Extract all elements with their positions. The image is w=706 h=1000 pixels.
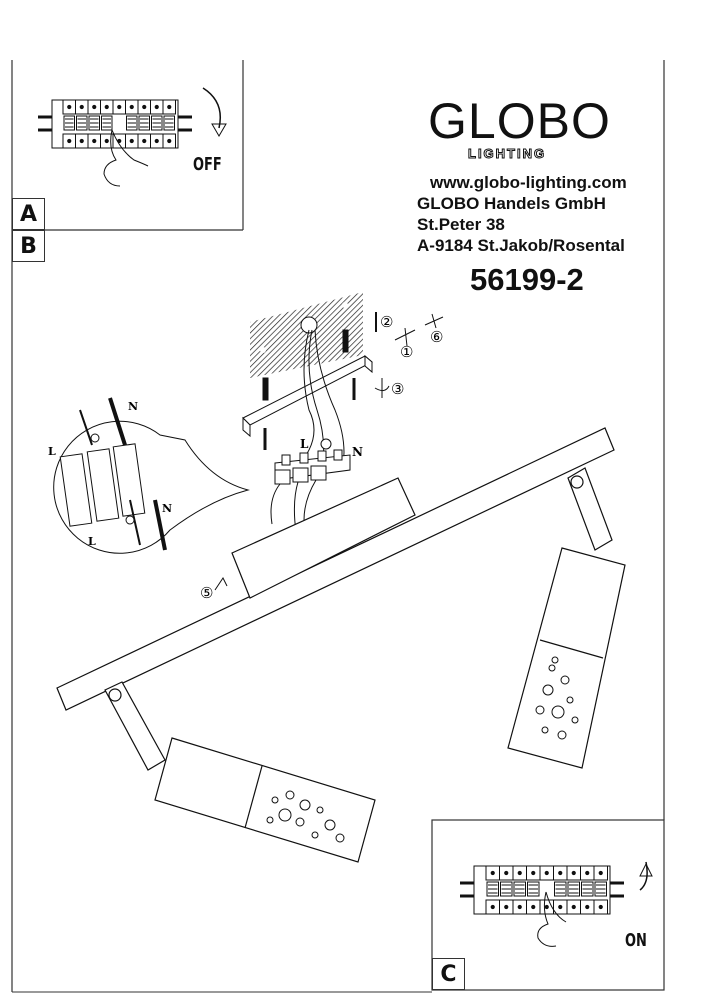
inset-neutral-label-bottom: N [162, 502, 172, 515]
perforation-hole [295, 817, 305, 827]
breaker-switch [526, 865, 541, 915]
breaker-switch [150, 99, 164, 149]
step-label-c: C [432, 958, 465, 990]
spotlight-left [154, 737, 376, 863]
perforation-hole [560, 675, 570, 685]
inset-live-label-top: L [48, 445, 56, 458]
brand-tagline: LIGHTING [467, 146, 547, 162]
wiring-detail-inset [53, 397, 250, 554]
wires [293, 329, 345, 471]
breaker-switch [499, 865, 514, 915]
perforation-hole [541, 726, 549, 734]
screws [262, 312, 377, 450]
brand-logo: GLOBO [428, 93, 611, 149]
live-wire-label: L [300, 437, 309, 451]
perforation-hole [311, 831, 319, 839]
perforation-hole [566, 696, 574, 704]
spotlight-arm-right [567, 467, 613, 551]
off-label: OFF [193, 154, 222, 175]
breaker-switch [512, 865, 527, 915]
terminal-block [270, 449, 351, 533]
breaker-switch [62, 99, 76, 149]
spotlight-arm-left [104, 681, 166, 771]
step-label-a: A [12, 198, 45, 230]
perforation-hole [551, 656, 559, 664]
step-marker-1: ① [400, 343, 413, 361]
perforation-hole [285, 790, 295, 800]
breaker-switch [485, 865, 500, 915]
step-marker-5: ⑤ [200, 584, 213, 602]
breaker-switch [566, 865, 581, 915]
website: www.globo-lighting.com [430, 173, 627, 192]
perforation-hole [548, 664, 556, 672]
perforation-hole [542, 684, 554, 696]
step-marker-3: ③ [391, 380, 404, 398]
breaker-switch [162, 99, 176, 149]
lamp-canopy [231, 477, 416, 599]
breaker-switch [593, 865, 608, 915]
company-street: St.Peter 38 [417, 215, 505, 234]
breaker-switch [553, 865, 568, 915]
company-city: A-9184 St.Jakob/Rosental [417, 236, 625, 255]
breaker-switch [580, 865, 595, 915]
perforation-hole [271, 796, 279, 804]
ceiling-hatch [250, 292, 363, 378]
step-marker-2: ② [380, 313, 393, 331]
perforation-hole [266, 816, 274, 824]
step-marker-6: ⑥ [430, 328, 443, 346]
neutral-wire-label: N [352, 445, 363, 459]
on-label: ON [625, 930, 647, 951]
perforation-hole [335, 833, 345, 843]
perforation-hole [557, 730, 567, 740]
inset-neutral-label-top: N [128, 400, 138, 413]
company-name: GLOBO Handels GmbH [417, 194, 606, 213]
perforation-hole [535, 705, 545, 715]
step-label-b: B [12, 230, 45, 262]
perforation-hole [571, 716, 579, 724]
breaker-switch [75, 99, 89, 149]
model-number: 56199-2 [470, 262, 584, 297]
mounting-bracket [242, 354, 373, 438]
perforation-hole [551, 705, 565, 719]
inset-live-label-bottom: L [88, 535, 96, 548]
perforation-hole [278, 808, 292, 822]
perforation-hole [324, 819, 336, 831]
perforation-hole [316, 806, 324, 814]
perforation-hole [299, 799, 311, 811]
